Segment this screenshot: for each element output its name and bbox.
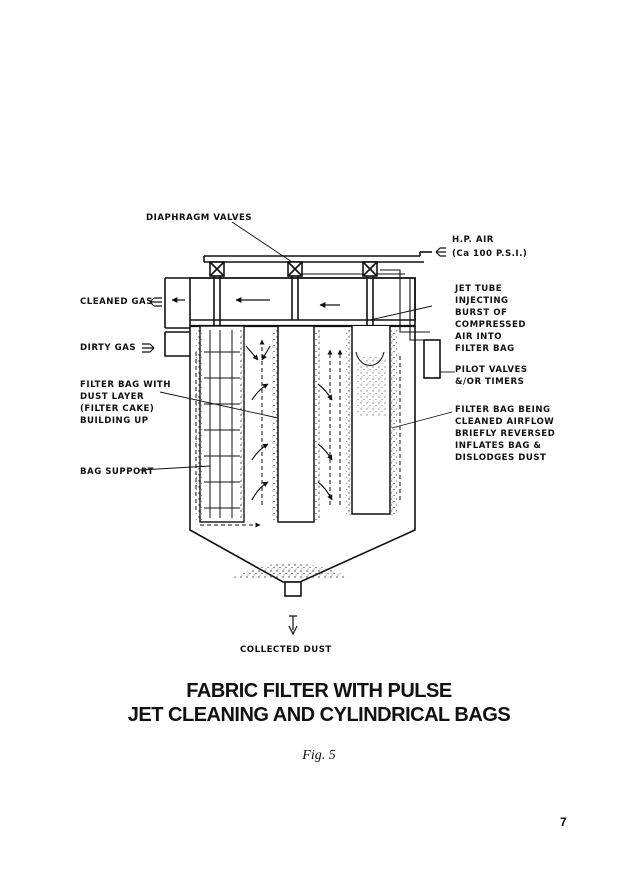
label-pilot-valves-2: &/OR TIMERS: [455, 377, 524, 387]
filter-bag-with-cage: [199, 325, 245, 523]
figure-number: Fig. 5: [302, 748, 336, 763]
dirty-gas-arrow: [142, 343, 155, 353]
pilot-lines: [300, 269, 430, 341]
label-being-cleaned-3: BRIEFLY REVERSED: [455, 429, 555, 439]
pilot-valves-box: [423, 339, 441, 379]
label-jet-tube-3: BURST OF: [455, 308, 507, 318]
label-jet-tube-6: FILTER BAG: [455, 344, 515, 354]
label-dirty-gas: DIRTY GAS: [80, 343, 136, 353]
label-being-cleaned-5: DISLODGES DUST: [455, 453, 546, 463]
label-jet-tube-4: COMPRESSED: [455, 320, 526, 330]
label-collected-dust: COLLECTED DUST: [240, 645, 332, 655]
clean-gas-plenum: [165, 277, 416, 321]
jet-tube-2: [291, 276, 299, 320]
label-bag-support: BAG SUPPORT: [80, 467, 154, 477]
caption-line-2: JET CLEANING AND CYLINDRICAL BAGS: [127, 704, 511, 726]
collected-dust-pile: [232, 563, 350, 578]
label-being-cleaned-4: INFLATES BAG &: [455, 441, 541, 451]
hp-air-arrow: [435, 247, 446, 257]
filter-bag-being-cleaned: [351, 326, 391, 515]
label-filter-bag-4: BUILDING UP: [80, 416, 149, 426]
label-jet-tube-2: INJECTING: [455, 296, 509, 306]
page-number: 7: [560, 815, 567, 829]
dirty-gas-inlet: [164, 331, 190, 357]
dust-layer-left: [196, 330, 202, 520]
collected-dust-arrow: [288, 615, 298, 636]
leader-filter-bag: [159, 391, 279, 419]
label-filter-bag-2: DUST LAYER: [80, 392, 144, 402]
label-diaphragm-valves: DIAPHRAGM VALVES: [146, 213, 252, 223]
diaphragm-valve-2: [287, 261, 303, 277]
dust-outlet: [284, 581, 302, 597]
caption-line-1: FABRIC FILTER WITH PULSE: [186, 680, 452, 702]
diaphragm-valve-1: [209, 261, 225, 277]
leader-diaphragm: [231, 221, 293, 263]
label-filter-bag-3: (FILTER CAKE): [80, 404, 154, 414]
label-cleaned-gas: CLEANED GAS: [80, 297, 153, 307]
cleaned-gas-arrow: [149, 297, 162, 307]
dust-layer-right: [240, 330, 246, 520]
label-filter-bag-1: FILTER BAG WITH: [80, 380, 171, 390]
filter-bag-center: [277, 325, 315, 523]
leader-jet-tube: [369, 305, 433, 321]
leader-being-cleaned: [391, 411, 453, 429]
label-jet-tube-1: JET TUBE: [454, 284, 502, 294]
label-hp-air-pressure: (Ca 100 P.S.I.): [452, 249, 527, 259]
diaphragm-valve-3: [362, 261, 378, 277]
label-jet-tube-5: AIR INTO: [455, 332, 502, 342]
label-being-cleaned-2: CLEANED AIRFLOW: [455, 417, 554, 427]
label-hp-air: H.P. AIR: [452, 235, 494, 245]
label-pilot-valves-1: PILOT VALVES: [455, 365, 528, 375]
label-being-cleaned-1: FILTER BAG BEING: [455, 405, 551, 415]
